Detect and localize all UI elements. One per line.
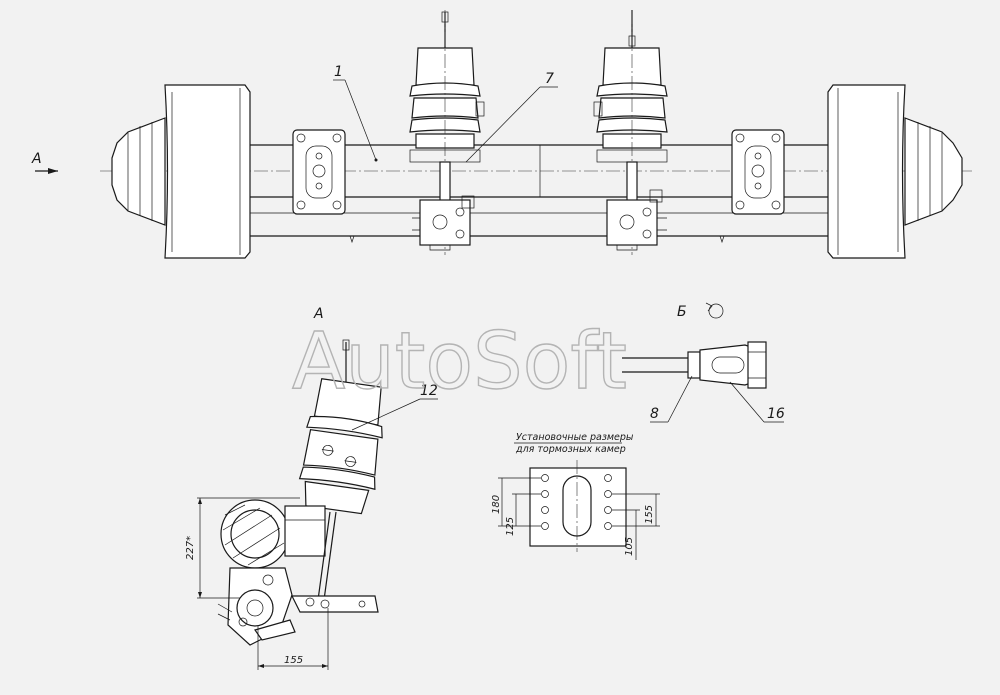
left-spring-bracket [292, 129, 346, 215]
callout-8: 8 [650, 406, 659, 422]
axle-section [220, 499, 326, 569]
right-slack-adjuster [606, 161, 667, 251]
note-line-1: Установочные размеры [516, 432, 634, 443]
left-brake-drum [111, 84, 251, 259]
view-a-detail: А 12 [185, 306, 438, 670]
callout-7: 7 [545, 71, 554, 87]
dim-227-label: 227* [185, 536, 196, 560]
dim-155-bottom-label: 155 [284, 655, 303, 666]
watermark: AutoSoft [292, 317, 627, 407]
view-a-slack-adjuster [217, 511, 379, 646]
right-spring-bracket [731, 129, 785, 215]
view-a-title: А [313, 306, 324, 322]
callout-16: 16 [767, 406, 785, 422]
view-b-detail: Б 8 16 [622, 302, 785, 423]
axle-assembly: А 1 7 [31, 10, 975, 259]
leader-7: 7 [465, 71, 558, 163]
view-arrow-a: А [31, 151, 58, 174]
callout-12: 12 [420, 383, 438, 399]
view-arrow-a-label: А [31, 151, 42, 167]
dimension-227: 227* [185, 497, 300, 599]
dim-125-label: 125 [505, 517, 516, 536]
dim-180-label: 180 [491, 495, 502, 514]
right-brake-drum [827, 84, 963, 259]
left-slack-adjuster [412, 161, 475, 251]
note-line-2: для тормозных камер [515, 444, 626, 455]
dimension-155-bottom: 155 [257, 608, 329, 670]
dim-155-right-label: 155 [644, 505, 655, 524]
dim-105-label: 105 [624, 537, 635, 556]
view-b-title: Б [677, 304, 687, 320]
callout-1: 1 [334, 64, 343, 80]
leader-1: 1 [333, 64, 378, 162]
right-brake-chamber [593, 10, 668, 255]
mounting-dimensions: Установочные размеры для тормозных камер… [491, 432, 660, 560]
